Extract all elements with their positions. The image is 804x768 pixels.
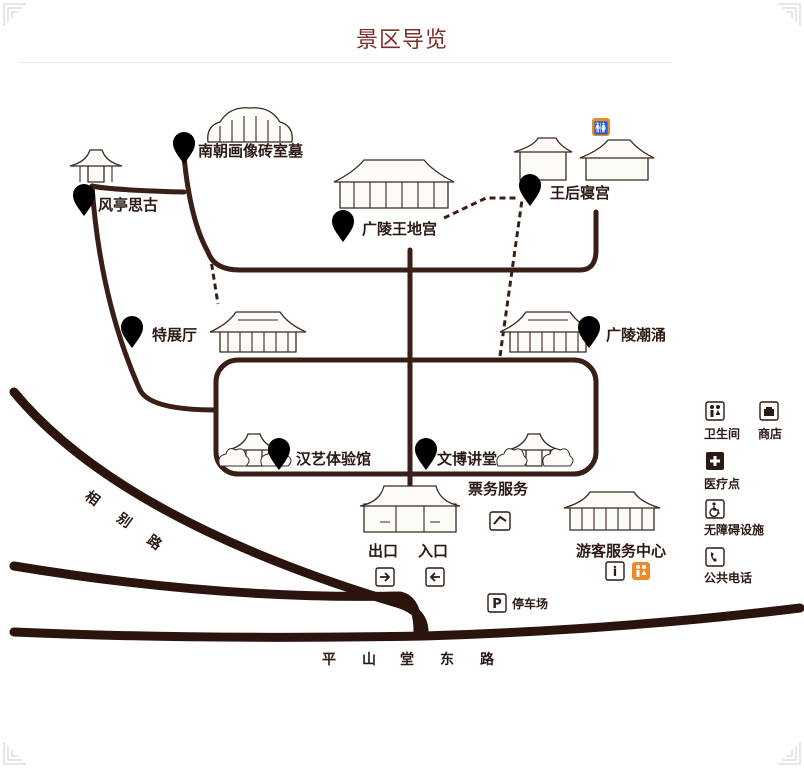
pin-queen-palace[interactable] bbox=[519, 174, 541, 206]
building-queen-palace bbox=[513, 137, 655, 181]
building-wind-pavilion bbox=[69, 149, 123, 183]
label-queen-palace: 王后寝宫 bbox=[550, 184, 610, 202]
building-southern-tomb bbox=[207, 107, 293, 143]
svg-text:i: i bbox=[613, 565, 617, 580]
label-underground-palace: 广陵王地宫 bbox=[362, 220, 437, 238]
label-exit: 出口 bbox=[368, 542, 398, 560]
dashed-path-tomb bbox=[443, 196, 518, 220]
svg-text:东: 东 bbox=[440, 651, 454, 668]
label-southern-tomb: 南朝画像砖室墓 bbox=[198, 142, 304, 160]
svg-text:山: 山 bbox=[362, 652, 376, 668]
restroom-icon bbox=[705, 401, 725, 421]
entrance-icon[interactable] bbox=[425, 567, 445, 587]
road-label-xiangbie: 相 别 路 bbox=[82, 487, 166, 554]
building-underground-palace bbox=[333, 159, 455, 209]
label-ticket-service: 票务服务 bbox=[468, 480, 529, 498]
svg-text:相: 相 bbox=[82, 487, 103, 509]
label-tide-hall: 广陵潮涌 bbox=[606, 326, 666, 344]
label-wind-pavilion: 风亭思古 bbox=[98, 196, 158, 214]
svg-text:别: 别 bbox=[113, 510, 135, 532]
ticket-icon[interactable] bbox=[489, 511, 511, 531]
road-pingshantang bbox=[9, 603, 804, 642]
svg-text:🚻: 🚻 bbox=[594, 121, 609, 135]
pin-southern-tomb[interactable] bbox=[173, 132, 195, 164]
legend-label-restroom: 卫生间 bbox=[704, 426, 740, 441]
building-visitor-center bbox=[563, 491, 661, 531]
dashed-path-gallery bbox=[208, 253, 220, 305]
upper-path bbox=[181, 153, 599, 273]
building-lecture-hall bbox=[496, 433, 574, 467]
road-label-pingshantang: 平 山 堂 东 路 bbox=[322, 651, 495, 668]
medical-icon bbox=[706, 452, 724, 470]
exit-icon[interactable] bbox=[375, 567, 395, 587]
pin-lecture-hall[interactable] bbox=[415, 438, 437, 470]
page-title: 景区导览 bbox=[355, 28, 448, 53]
accessible-icon bbox=[705, 499, 725, 519]
corner-ornament bbox=[3, 3, 26, 26]
corner-ornament bbox=[778, 742, 801, 765]
info-icon[interactable]: i bbox=[605, 561, 625, 581]
loop-path bbox=[213, 357, 599, 477]
svg-text:路: 路 bbox=[480, 651, 495, 668]
left-path bbox=[89, 183, 219, 413]
label-art-hall: 汉艺体验馆 bbox=[296, 450, 371, 468]
pin-underground-palace[interactable] bbox=[332, 210, 354, 242]
building-exhibition-hall bbox=[209, 311, 307, 353]
label-entrance: 入口 bbox=[418, 542, 448, 560]
svg-text:平: 平 bbox=[322, 652, 336, 668]
label-lecture-hall: 文博讲堂 bbox=[437, 450, 497, 468]
dashed-path-queen bbox=[498, 199, 524, 357]
parking-icon[interactable]: P bbox=[487, 593, 507, 613]
building-gate bbox=[359, 485, 461, 533]
label-exhibition-hall: 特展厅 bbox=[152, 326, 197, 344]
title-divider bbox=[20, 62, 672, 63]
legend-label-phone: 公共电话 bbox=[704, 570, 752, 585]
legend: 卫生间 商店 医疗点 无障碍设施 公共电话 bbox=[703, 401, 782, 585]
legend-label-accessible: 无障碍设施 bbox=[703, 522, 764, 537]
legend-label-medical: 医疗点 bbox=[704, 476, 740, 491]
restroom-icon[interactable] bbox=[632, 562, 650, 580]
corner-ornament bbox=[778, 3, 801, 26]
phone-icon bbox=[705, 547, 725, 567]
corner-ornament bbox=[3, 742, 26, 765]
legend-label-shop: 商店 bbox=[758, 426, 782, 441]
road-pingshantang-curve bbox=[9, 561, 423, 637]
label-visitor-center: 游客服务中心 bbox=[576, 542, 666, 560]
svg-text:P: P bbox=[492, 597, 502, 612]
label-parking: 停车场 bbox=[512, 596, 548, 611]
shop-icon bbox=[759, 401, 779, 421]
svg-text:路: 路 bbox=[144, 531, 166, 554]
svg-text:堂: 堂 bbox=[400, 651, 414, 668]
restroom-icon[interactable]: 🚻 bbox=[592, 118, 610, 136]
